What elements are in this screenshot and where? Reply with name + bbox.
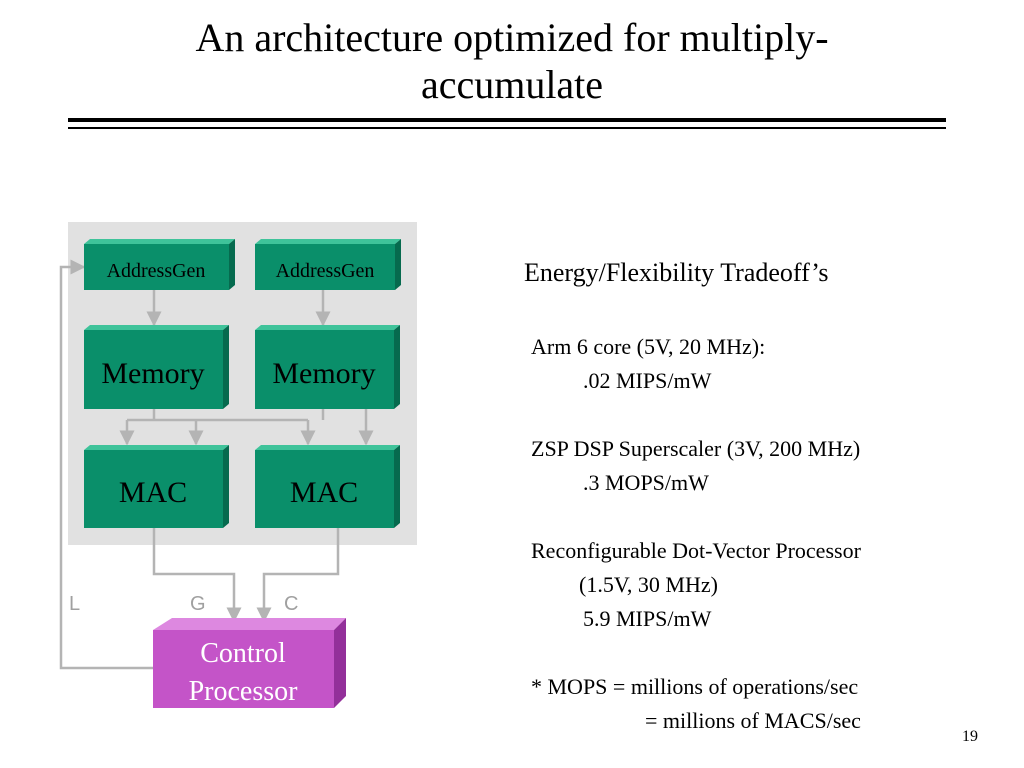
control-processor-front-face xyxy=(153,630,334,708)
addressgen-right-top-face xyxy=(255,239,401,244)
addressgen-left-side-face xyxy=(229,239,235,290)
control-feedback-arrow xyxy=(59,259,153,670)
slide-title-line-2: accumulate xyxy=(420,62,604,107)
blank-line-3 xyxy=(531,636,861,670)
addressgen-left-label: AddressGen xyxy=(107,260,206,282)
addressgen-left-block: AddressGen xyxy=(84,239,235,290)
mops-definition-line-1: * MOPS = millions of operations/sec xyxy=(531,674,859,699)
tradeoff-heading: Energy/Flexibility Tradeoff’s xyxy=(524,258,829,287)
slide-title: An architecture optimized for multiply- … xyxy=(0,14,1024,108)
mac-left-block: MAC xyxy=(84,445,229,528)
bus-label-c: C xyxy=(284,593,298,615)
mac-right-front-face xyxy=(255,450,394,528)
addressgen-right-label: AddressGen xyxy=(276,260,375,282)
slide-title-line-1: An architecture optimized for multiply- xyxy=(195,15,829,60)
memory-right-front-face xyxy=(255,330,394,409)
mac-right-to-control-arrow xyxy=(256,528,340,623)
zsp-dsp-line: ZSP DSP Superscaler (3V, 200 MHz) xyxy=(531,436,861,461)
control-processor-block: Control Processor xyxy=(153,618,346,708)
memory-right-top-face xyxy=(255,325,400,330)
addressgen-left-front-face xyxy=(84,244,229,290)
memory-right-label: Memory xyxy=(272,357,375,390)
mac-left-label: MAC xyxy=(119,476,187,509)
control-processor-top-face xyxy=(153,618,346,630)
mops-definition-line-2: = millions of MACS/sec xyxy=(645,708,861,733)
memory-left-top-face xyxy=(84,325,229,330)
memory-right-block: Memory xyxy=(255,325,400,409)
memory-left-front-face xyxy=(84,330,223,409)
memory-left-block: Memory xyxy=(84,325,229,409)
mac-right-label: MAC xyxy=(290,476,358,509)
connectors xyxy=(59,259,374,670)
blank-line-2 xyxy=(531,500,861,534)
blank-line-1 xyxy=(531,398,861,432)
mac-left-top-face xyxy=(84,445,229,450)
zsp-dsp-value: .3 MOPS/mW xyxy=(583,470,709,495)
arm-core-value: .02 MIPS/mW xyxy=(583,368,712,393)
addressgen-right-front-face xyxy=(255,244,395,290)
memory-left-side-face xyxy=(223,325,229,409)
mac-left-front-face xyxy=(84,450,223,528)
rdvp-line: Reconfigurable Dot-Vector Processor xyxy=(531,538,861,563)
control-processor-label-line-1: Control xyxy=(200,638,286,669)
memory-left-label: Memory xyxy=(101,357,204,390)
bus-label-l: L xyxy=(69,593,80,615)
arm-core-line: Arm 6 core (5V, 20 MHz): xyxy=(531,334,766,359)
performance-notes: Arm 6 core (5V, 20 MHz): .02 MIPS/mW ZSP… xyxy=(531,330,861,738)
mac-right-side-face xyxy=(394,445,400,528)
mac-left-to-control-arrow xyxy=(152,528,242,623)
addressgen-left-top-face xyxy=(84,239,235,244)
title-rule-thin xyxy=(68,127,946,129)
mac-right-block: MAC xyxy=(255,445,400,528)
title-rule-thick xyxy=(68,118,946,122)
addressgen-right-side-face xyxy=(395,239,401,290)
bus-label-g: G xyxy=(190,593,206,615)
addressgen-right-block: AddressGen xyxy=(255,239,401,290)
control-processor-label-line-2: Processor xyxy=(189,676,299,707)
rdvp-value: 5.9 MIPS/mW xyxy=(583,606,712,631)
mac-right-top-face xyxy=(255,445,400,450)
page-number: 19 xyxy=(962,728,978,745)
memory-right-side-face xyxy=(394,325,400,409)
control-processor-side-face xyxy=(334,618,346,708)
mac-left-side-face xyxy=(223,445,229,528)
rdvp-params: (1.5V, 30 MHz) xyxy=(579,572,718,597)
